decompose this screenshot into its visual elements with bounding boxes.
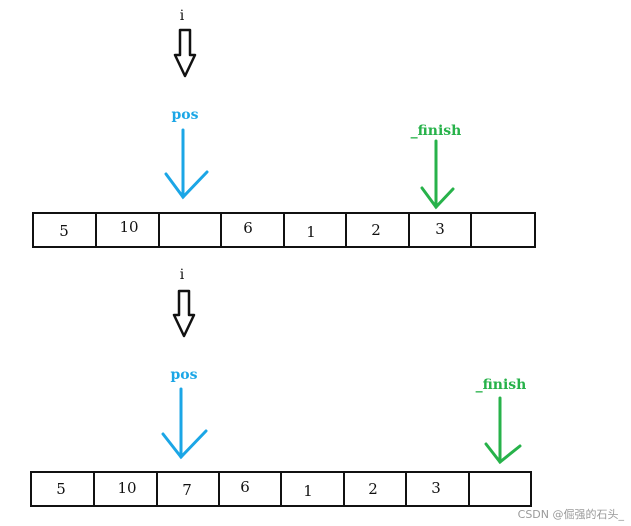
finish-label: _finish bbox=[411, 123, 462, 139]
i-pointer-arrow-icon bbox=[172, 289, 196, 338]
panel-after-insert: i pos _finish 5 10 7 6 bbox=[30, 267, 532, 507]
cell-value: 2 bbox=[371, 221, 381, 239]
cell-value: 1 bbox=[303, 482, 313, 500]
cell-value: 6 bbox=[240, 478, 250, 496]
array-row: 5 10 7 6 1 2 3 bbox=[30, 471, 532, 507]
array-cell-4: 1 bbox=[306, 223, 316, 241]
cell-value: 5 bbox=[59, 222, 69, 240]
pos-arrow-icon bbox=[164, 128, 209, 200]
cell-value: 6 bbox=[243, 219, 253, 237]
cell-value: 1 bbox=[306, 223, 316, 241]
array-cell-5: 2 bbox=[368, 480, 378, 498]
cell-value: 5 bbox=[56, 480, 66, 498]
array-cell-3: 6 bbox=[243, 219, 253, 237]
cell-value: 10 bbox=[117, 479, 136, 497]
array-cell-5: 2 bbox=[371, 221, 381, 239]
cell-value: 3 bbox=[431, 479, 441, 497]
array-cell-1: 10 bbox=[119, 218, 138, 236]
array-cell-0: 5 bbox=[56, 480, 66, 498]
finish-arrow-icon bbox=[420, 139, 455, 210]
panel-before-insert: i pos _finish 5 10 6 bbox=[32, 8, 536, 248]
i-pointer-arrow-icon bbox=[173, 28, 197, 78]
cell-value: 2 bbox=[368, 480, 378, 498]
cell-value: 3 bbox=[435, 220, 445, 238]
array-cell-6: 3 bbox=[431, 479, 441, 497]
array-cell-3: 6 bbox=[240, 478, 250, 496]
i-label: i bbox=[180, 8, 185, 24]
pos-label: pos bbox=[170, 367, 197, 383]
array-cell-0: 5 bbox=[59, 222, 69, 240]
array-cell-2: 7 bbox=[182, 481, 192, 499]
array-cell-6: 3 bbox=[435, 220, 445, 238]
array-row: 5 10 6 1 2 3 bbox=[32, 212, 536, 248]
pos-label: pos bbox=[171, 107, 198, 123]
pos-arrow-icon bbox=[161, 387, 208, 460]
cell-value: 7 bbox=[182, 481, 192, 499]
watermark-text: CSDN @倔强的石头_ bbox=[518, 507, 625, 521]
i-label: i bbox=[180, 267, 185, 283]
finish-arrow-icon bbox=[484, 396, 522, 465]
finish-label: _finish bbox=[476, 377, 527, 393]
array-cell-1: 10 bbox=[117, 479, 136, 497]
cell-value: 10 bbox=[119, 218, 138, 236]
array-cell-4: 1 bbox=[303, 482, 313, 500]
